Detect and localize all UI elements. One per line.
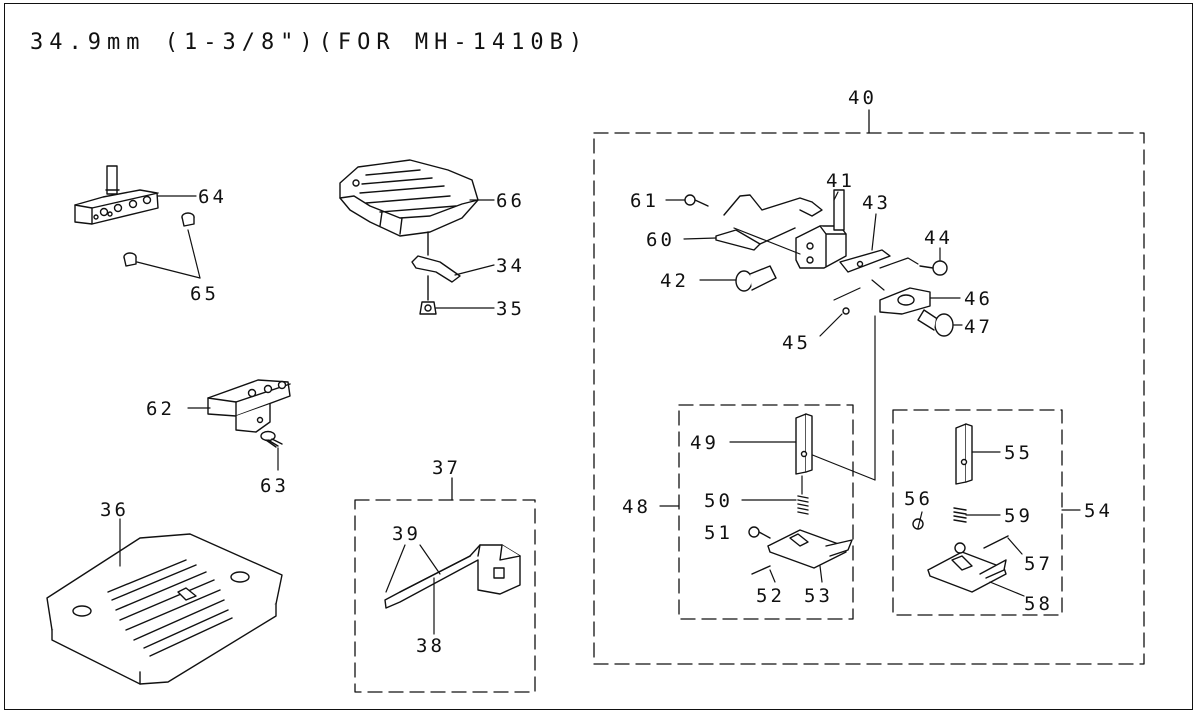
part-41-presser-bracket xyxy=(795,189,847,269)
part-66-feed-dog xyxy=(339,159,479,237)
callout-53: 53 xyxy=(804,585,833,607)
group-box-48 xyxy=(678,404,854,620)
leaders-64-65 xyxy=(136,195,201,279)
part-44-screw xyxy=(919,260,948,276)
part-52-pin xyxy=(751,565,771,575)
part-64-needle-clamp-block xyxy=(74,165,159,225)
leaders-group-40 xyxy=(665,191,963,481)
leaders-group-48 xyxy=(659,441,823,583)
callout-34: 34 xyxy=(496,255,525,277)
callout-49: 49 xyxy=(690,432,719,454)
callout-35: 35 xyxy=(496,298,525,320)
callout-45: 45 xyxy=(782,332,811,354)
callout-41: 41 xyxy=(826,170,855,192)
part-51-screw xyxy=(748,526,771,539)
leaders-37-38-39 xyxy=(385,544,441,635)
leaders-62-63 xyxy=(187,407,279,471)
callout-64: 64 xyxy=(198,186,227,208)
callout-56: 56 xyxy=(904,488,933,510)
callout-47: 47 xyxy=(964,316,993,338)
part-61-screw xyxy=(684,194,709,207)
part-62-needle-bar-block xyxy=(207,379,291,433)
callout-54: 54 xyxy=(1084,500,1113,522)
part-35-screw xyxy=(419,301,437,315)
group-box-40 xyxy=(593,109,1145,665)
group-box-54 xyxy=(892,409,1063,616)
part-65-set-screws xyxy=(123,212,195,267)
callout-44: 44 xyxy=(924,227,953,249)
callout-52: 52 xyxy=(756,585,785,607)
part-36-throat-plate xyxy=(46,533,283,685)
leaders-group-54 xyxy=(917,451,1081,597)
part-47-thumb-screw xyxy=(917,309,954,337)
part-46-collar xyxy=(879,287,931,315)
part-57-pin xyxy=(983,535,1009,549)
part-63-screw xyxy=(260,430,283,448)
part-38-guide-bar xyxy=(384,544,521,609)
callout-50: 50 xyxy=(704,490,733,512)
part-55-presser-shank xyxy=(955,423,973,485)
part-43-link-plate xyxy=(839,249,891,273)
diagram-frame xyxy=(4,3,1193,710)
part-34-feed-bar-arm xyxy=(411,231,461,301)
part-50-spring xyxy=(797,495,809,515)
callout-63: 63 xyxy=(260,475,289,497)
part-49-presser-shank xyxy=(795,413,813,475)
callout-65: 65 xyxy=(190,283,219,305)
part-42-thumb-screw xyxy=(735,265,777,292)
leaders-66-34-35 xyxy=(435,199,495,309)
part-45-small-screw xyxy=(842,307,850,315)
part-60-presser-wire xyxy=(715,194,823,251)
part-53-presser-foot xyxy=(767,529,853,569)
callout-61: 61 xyxy=(630,190,659,212)
callout-38: 38 xyxy=(416,635,445,657)
page-title: 34.9mm (1-3/8")(FOR MH-1410B) xyxy=(30,30,589,55)
part-56-screw xyxy=(912,518,924,530)
callout-58: 58 xyxy=(1024,593,1053,615)
callout-55: 55 xyxy=(1004,442,1033,464)
callout-66: 66 xyxy=(496,190,525,212)
callout-62: 62 xyxy=(146,398,175,420)
callout-36: 36 xyxy=(100,499,129,521)
callout-48: 48 xyxy=(622,496,651,518)
group-box-37 xyxy=(354,477,536,693)
callout-37: 37 xyxy=(432,457,461,479)
callout-59: 59 xyxy=(1004,505,1033,527)
callout-40: 40 xyxy=(848,87,877,109)
callout-39: 39 xyxy=(392,523,421,545)
callout-42: 42 xyxy=(660,270,689,292)
callout-51: 51 xyxy=(704,522,733,544)
part-59-spring xyxy=(953,507,967,523)
callout-43: 43 xyxy=(862,192,891,214)
callout-46: 46 xyxy=(964,288,993,310)
callout-57: 57 xyxy=(1024,553,1053,575)
callout-60: 60 xyxy=(646,229,675,251)
part-58-presser-foot xyxy=(927,542,1007,593)
